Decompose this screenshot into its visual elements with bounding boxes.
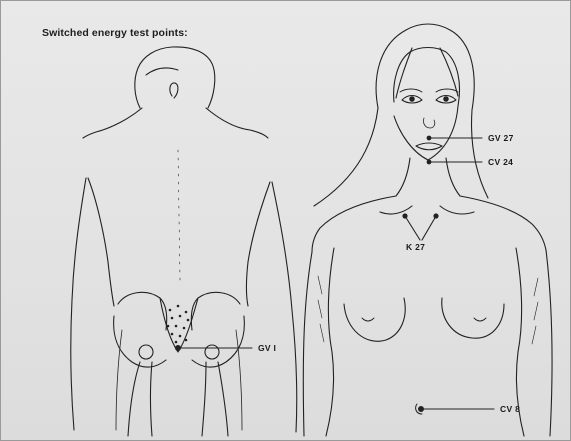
label-k27: K 27 [406, 242, 425, 252]
pelvis-skeleton [114, 292, 245, 436]
back-left-side [88, 178, 114, 306]
back-left-arm [71, 178, 86, 430]
left-breast [344, 298, 405, 341]
back-figure [71, 47, 297, 436]
back-ear [170, 83, 178, 98]
label-cv8: CV 8 [500, 404, 520, 414]
front-left-side [326, 248, 334, 436]
k27-leader-left [405, 216, 420, 240]
label-gv27: GV 27 [488, 133, 514, 143]
front-shoulder-right [460, 196, 546, 250]
page-title: Switched energy test points: [42, 27, 188, 39]
back-right-arm [272, 182, 297, 432]
label-cv24: CV 24 [488, 157, 513, 167]
front-hair-left [376, 24, 488, 198]
right-breast [442, 298, 504, 338]
back-shoulder-right [206, 108, 268, 138]
front-shoulder-left [312, 196, 396, 252]
label-gv1: GV I [258, 343, 276, 353]
k27-leader-right [422, 216, 436, 240]
back-shoulder-left [83, 108, 142, 138]
front-figure [303, 24, 552, 436]
back-right-side [247, 182, 271, 306]
mouth [416, 143, 442, 150]
back-head [135, 47, 215, 108]
